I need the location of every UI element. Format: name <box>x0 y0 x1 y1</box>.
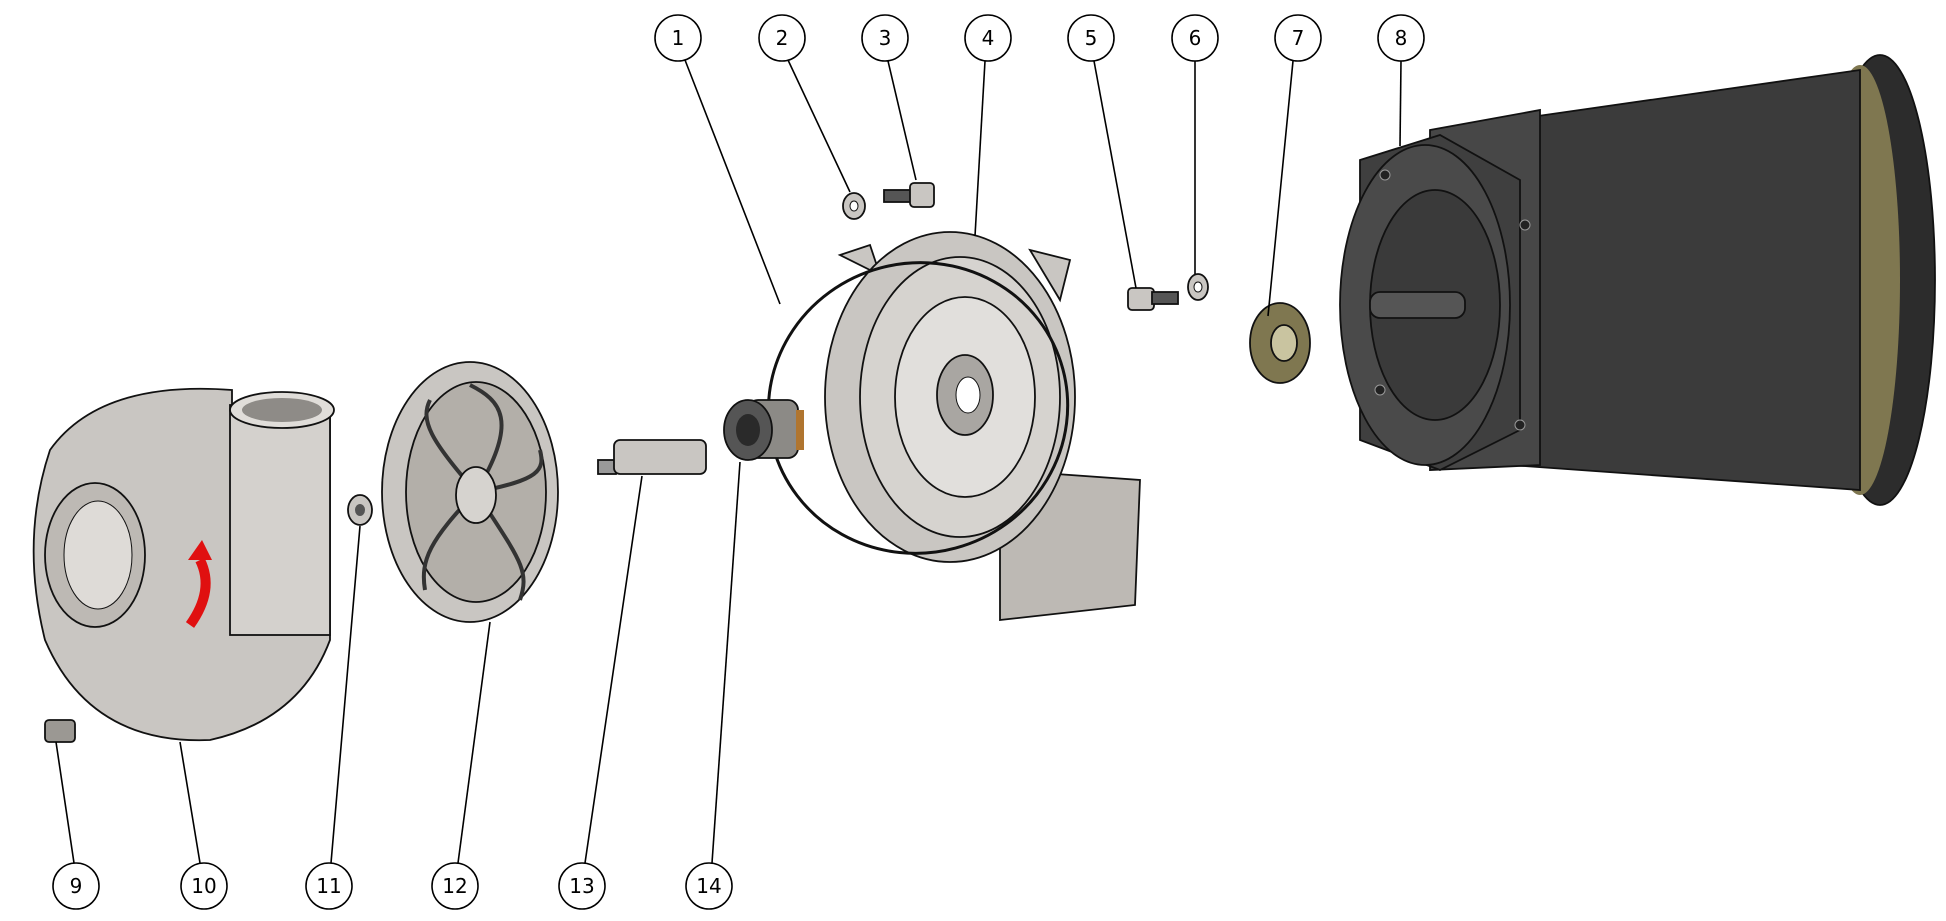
balloon-6: 6 <box>1171 14 1219 62</box>
balloon-5: 5 <box>1067 14 1115 62</box>
impeller-nut <box>347 494 373 526</box>
balloon-11: 11 <box>305 862 353 910</box>
svg-text:1: 1 <box>672 26 685 50</box>
svg-text:8: 8 <box>1395 26 1408 50</box>
balloon-9: 9 <box>52 862 100 910</box>
washer-6 <box>1187 273 1209 301</box>
bolt-5 <box>1127 287 1179 311</box>
mechanical-seal <box>723 399 804 461</box>
svg-text:10: 10 <box>191 874 216 898</box>
motor <box>1339 54 1936 506</box>
svg-text:7: 7 <box>1292 26 1305 50</box>
balloon-4: 4 <box>964 14 1012 62</box>
svg-text:3: 3 <box>879 26 892 50</box>
washer-2 <box>842 192 866 220</box>
drain-plug <box>44 719 76 743</box>
svg-text:11: 11 <box>316 874 341 898</box>
svg-text:13: 13 <box>569 874 594 898</box>
balloon-8: 8 <box>1377 14 1425 62</box>
impeller <box>381 361 559 623</box>
bolt-3 <box>883 182 935 208</box>
svg-text:6: 6 <box>1189 26 1202 50</box>
balloon-2: 2 <box>758 14 806 62</box>
svg-text:14: 14 <box>696 874 721 898</box>
shaft-collar <box>1249 302 1311 384</box>
svg-text:12: 12 <box>442 874 467 898</box>
balloon-1: 1 <box>654 14 702 62</box>
balloon-3: 3 <box>861 14 909 62</box>
balloon-7: 7 <box>1274 14 1322 62</box>
balloon-14: 14 <box>685 862 733 910</box>
svg-text:4: 4 <box>982 26 995 50</box>
svg-text:5: 5 <box>1085 26 1098 50</box>
leader-lines <box>55 59 1402 864</box>
balloon-10: 10 <box>180 862 228 910</box>
balloon-13: 13 <box>558 862 606 910</box>
pump-casing <box>32 387 335 742</box>
svg-text:2: 2 <box>776 26 789 50</box>
svg-text:9: 9 <box>70 874 83 898</box>
balloon-12: 12 <box>431 862 479 910</box>
shaft-sleeve <box>597 439 707 475</box>
adapter-bracket <box>824 231 1141 622</box>
